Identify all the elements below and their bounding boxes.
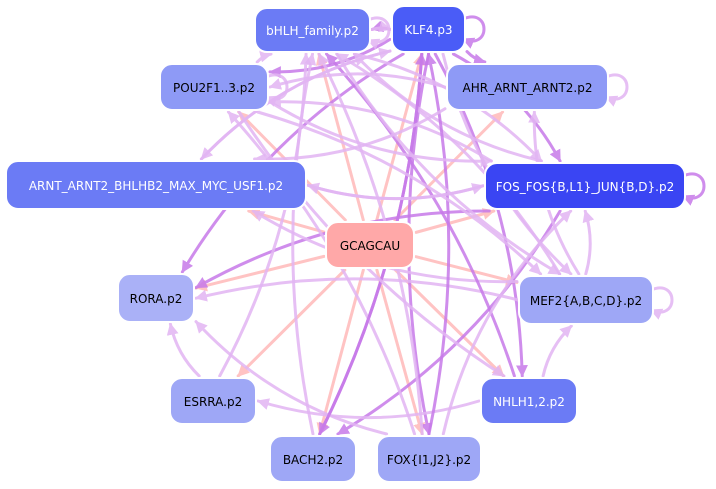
edge-mef2-to-fos — [582, 209, 595, 276]
edge-fox-to-fos — [441, 209, 573, 436]
node-box — [325, 221, 415, 269]
edge-gcag-to-ahr — [393, 110, 505, 222]
node-box — [117, 273, 195, 323]
edge-nhlh-to-bhlh — [325, 52, 516, 378]
edge-layer — [166, 15, 706, 436]
node-klf4[interactable]: KLF4.p3 — [391, 5, 466, 53]
node-box — [480, 377, 578, 425]
edge-fos-to-pou2f1 — [268, 95, 493, 163]
node-fox[interactable]: FOX{I1,J2}.p2 — [376, 435, 482, 483]
edge-bhlh-to-bhlh — [366, 16, 391, 50]
node-bhlh[interactable]: bHLH_family.p2 — [254, 7, 371, 53]
edge-gcag-to-nhlh — [393, 268, 506, 378]
node-gcag[interactable]: GCAGCAU — [325, 221, 415, 269]
edge-bhlh-to-mef2 — [335, 52, 562, 276]
edge-klf4-to-rora — [180, 52, 405, 274]
node-label: NHLH1,2.p2 — [493, 395, 565, 409]
node-box — [269, 435, 357, 483]
edge-fox-to-rora — [194, 320, 389, 436]
node-box — [446, 63, 609, 111]
node-box — [484, 162, 686, 210]
node-rora[interactable]: RORA.p2 — [117, 273, 195, 323]
node-ahr[interactable]: AHR_ARNT_ARNT2.p2 — [446, 63, 609, 111]
edge-esrra-to-bhlh — [218, 52, 312, 378]
node-box — [254, 7, 371, 53]
edge-nhlh-to-mef2 — [541, 324, 573, 378]
node-box — [5, 160, 307, 210]
edge-pou2f1-to-bhlh — [255, 50, 273, 64]
node-label: MEF2{A,B,C,D}.p2 — [530, 294, 642, 308]
node-bach2[interactable]: BACH2.p2 — [269, 435, 357, 483]
node-mef2[interactable]: MEF2{A,B,C,D}.p2 — [518, 275, 654, 325]
node-label: FOS_FOS{B,L1}_JUN{B,D}.p2 — [496, 180, 675, 194]
edge-gcag-to-rora — [194, 254, 326, 292]
node-box — [376, 435, 482, 483]
node-esrra[interactable]: ESRRA.p2 — [169, 377, 257, 425]
edge-mef2-to-rora — [194, 277, 519, 302]
node-label: BACH2.p2 — [283, 453, 343, 467]
node-label: POU2F1..3.p2 — [173, 81, 255, 95]
node-box — [518, 275, 654, 325]
edge-gcag-to-fox — [375, 268, 426, 436]
node-box — [391, 5, 466, 53]
node-label: AHR_ARNT_ARNT2.p2 — [463, 81, 593, 95]
edge-gcag-to-klf4 — [375, 52, 425, 222]
edge-mef2-to-bhlh — [335, 52, 562, 276]
node-pou2f1[interactable]: POU2F1..3.p2 — [159, 63, 269, 111]
node-box — [159, 63, 269, 111]
node-label: bHLH_family.p2 — [266, 24, 359, 38]
node-label: ESRRA.p2 — [184, 395, 242, 409]
edge-klf4-to-klf4 — [461, 15, 486, 49]
node-fos[interactable]: FOS_FOS{B,L1}_JUN{B,D}.p2 — [484, 162, 686, 210]
edge-pou2f1-to-pou2f1 — [264, 73, 289, 107]
edge-gcag-to-fos — [414, 208, 496, 234]
node-nhlh[interactable]: NHLH1,2.p2 — [480, 377, 578, 425]
node-label: ARNT_ARNT2_BHLHB2_MAX_MYC_USF1.p2 — [29, 179, 283, 193]
edge-pou2f1-to-fos — [268, 100, 493, 168]
edge-klf4-to-ahr — [465, 50, 487, 66]
node-label: RORA.p2 — [130, 292, 183, 306]
edge-pou2f1-to-mef2 — [256, 110, 543, 276]
edge-ahr-to-arnt — [253, 107, 447, 166]
edge-gcag-to-mef2 — [414, 255, 519, 286]
node-label: FOX{I1,J2}.p2 — [387, 453, 471, 467]
edge-gcag-to-esrra — [236, 268, 347, 378]
edge-fox-to-klf4 — [424, 52, 451, 436]
edge-ahr-to-ahr — [604, 73, 629, 107]
node-box — [169, 377, 257, 425]
node-label: KLF4.p3 — [404, 23, 452, 37]
edge-arnt-to-fos — [306, 183, 485, 201]
edge-mef2-to-mef2 — [649, 286, 674, 320]
edge-fos-to-fos — [681, 172, 706, 206]
edge-bhlh-to-klf4 — [370, 20, 392, 33]
edge-ahr-to-pou2f1 — [268, 72, 447, 90]
edge-esrra-to-rora — [166, 322, 201, 378]
node-arnt[interactable]: ARNT_ARNT2_BHLHB2_MAX_MYC_USF1.p2 — [5, 160, 307, 210]
node-label: GCAGCAU — [340, 239, 400, 253]
